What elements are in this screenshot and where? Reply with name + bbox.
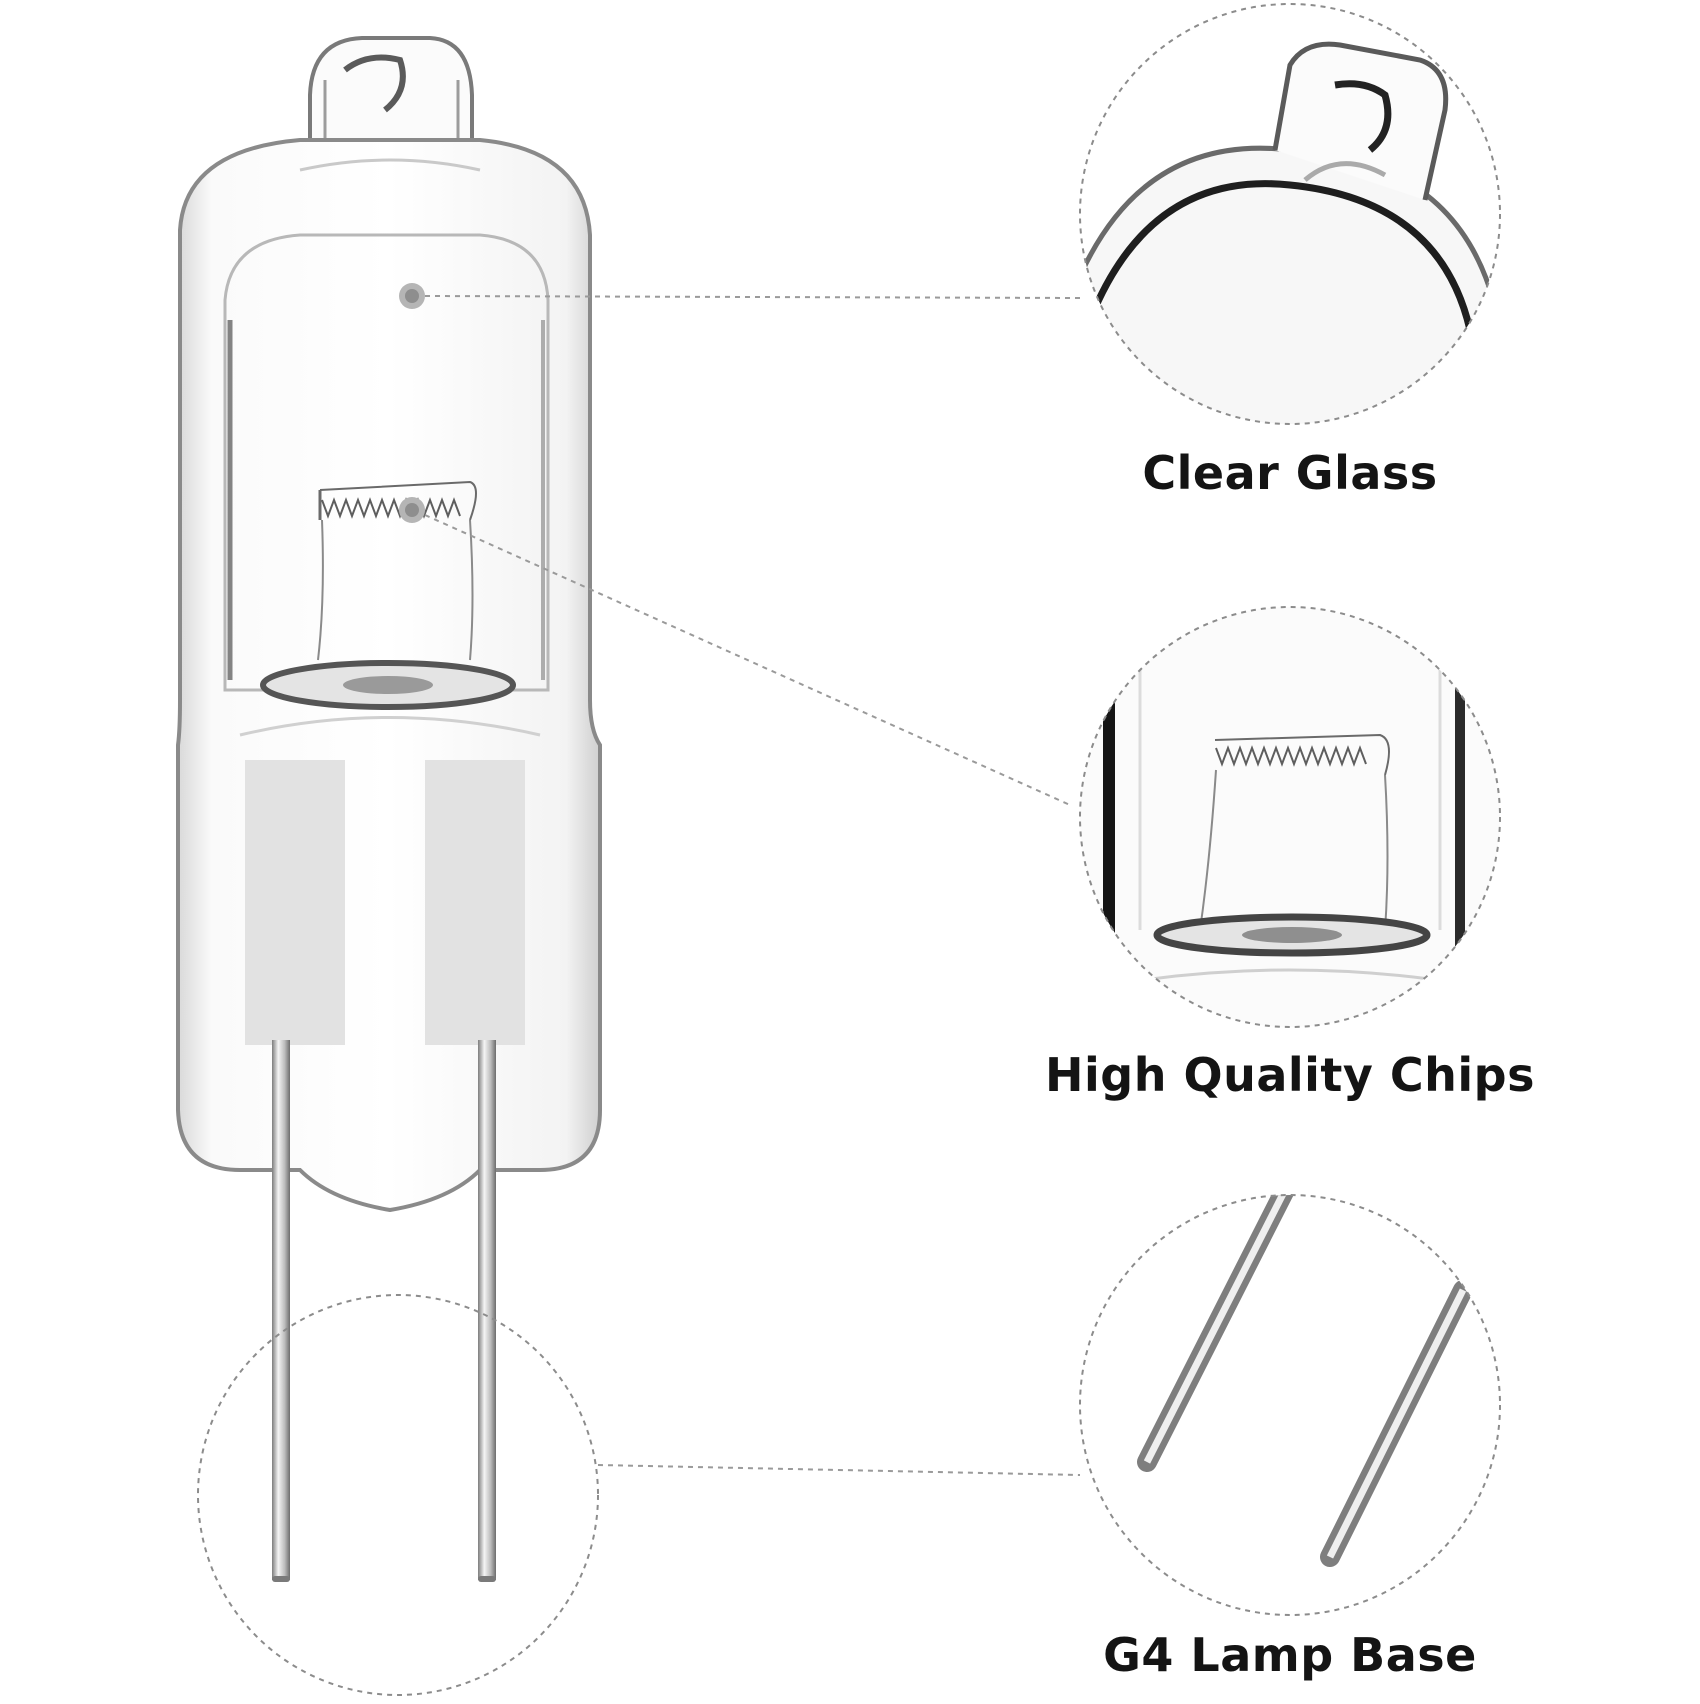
zoom-circle-chips: [1079, 606, 1501, 1028]
feature-label-high-quality-chips: High Quality Chips: [1045, 1048, 1535, 1102]
zoom-circle-clear-glass: [1079, 3, 1501, 425]
pin-left: [272, 1040, 290, 1580]
main-bulb: [176, 36, 602, 1582]
connector-chips: [424, 514, 1071, 806]
connector-base: [597, 1464, 1081, 1476]
pins-highlight-circle: [197, 1294, 599, 1696]
feature-label-g4-lamp-base: G4 Lamp Base: [1103, 1628, 1477, 1682]
bulb-tip: [308, 36, 474, 152]
ceramic-insulator-left: [245, 760, 345, 1045]
filament: [317, 480, 477, 661]
ceramic-insulator-right: [425, 760, 525, 1045]
zoom-circle-base: [1079, 1194, 1501, 1616]
pin-right: [478, 1040, 496, 1580]
feature-label-clear-glass: Clear Glass: [1142, 446, 1438, 500]
